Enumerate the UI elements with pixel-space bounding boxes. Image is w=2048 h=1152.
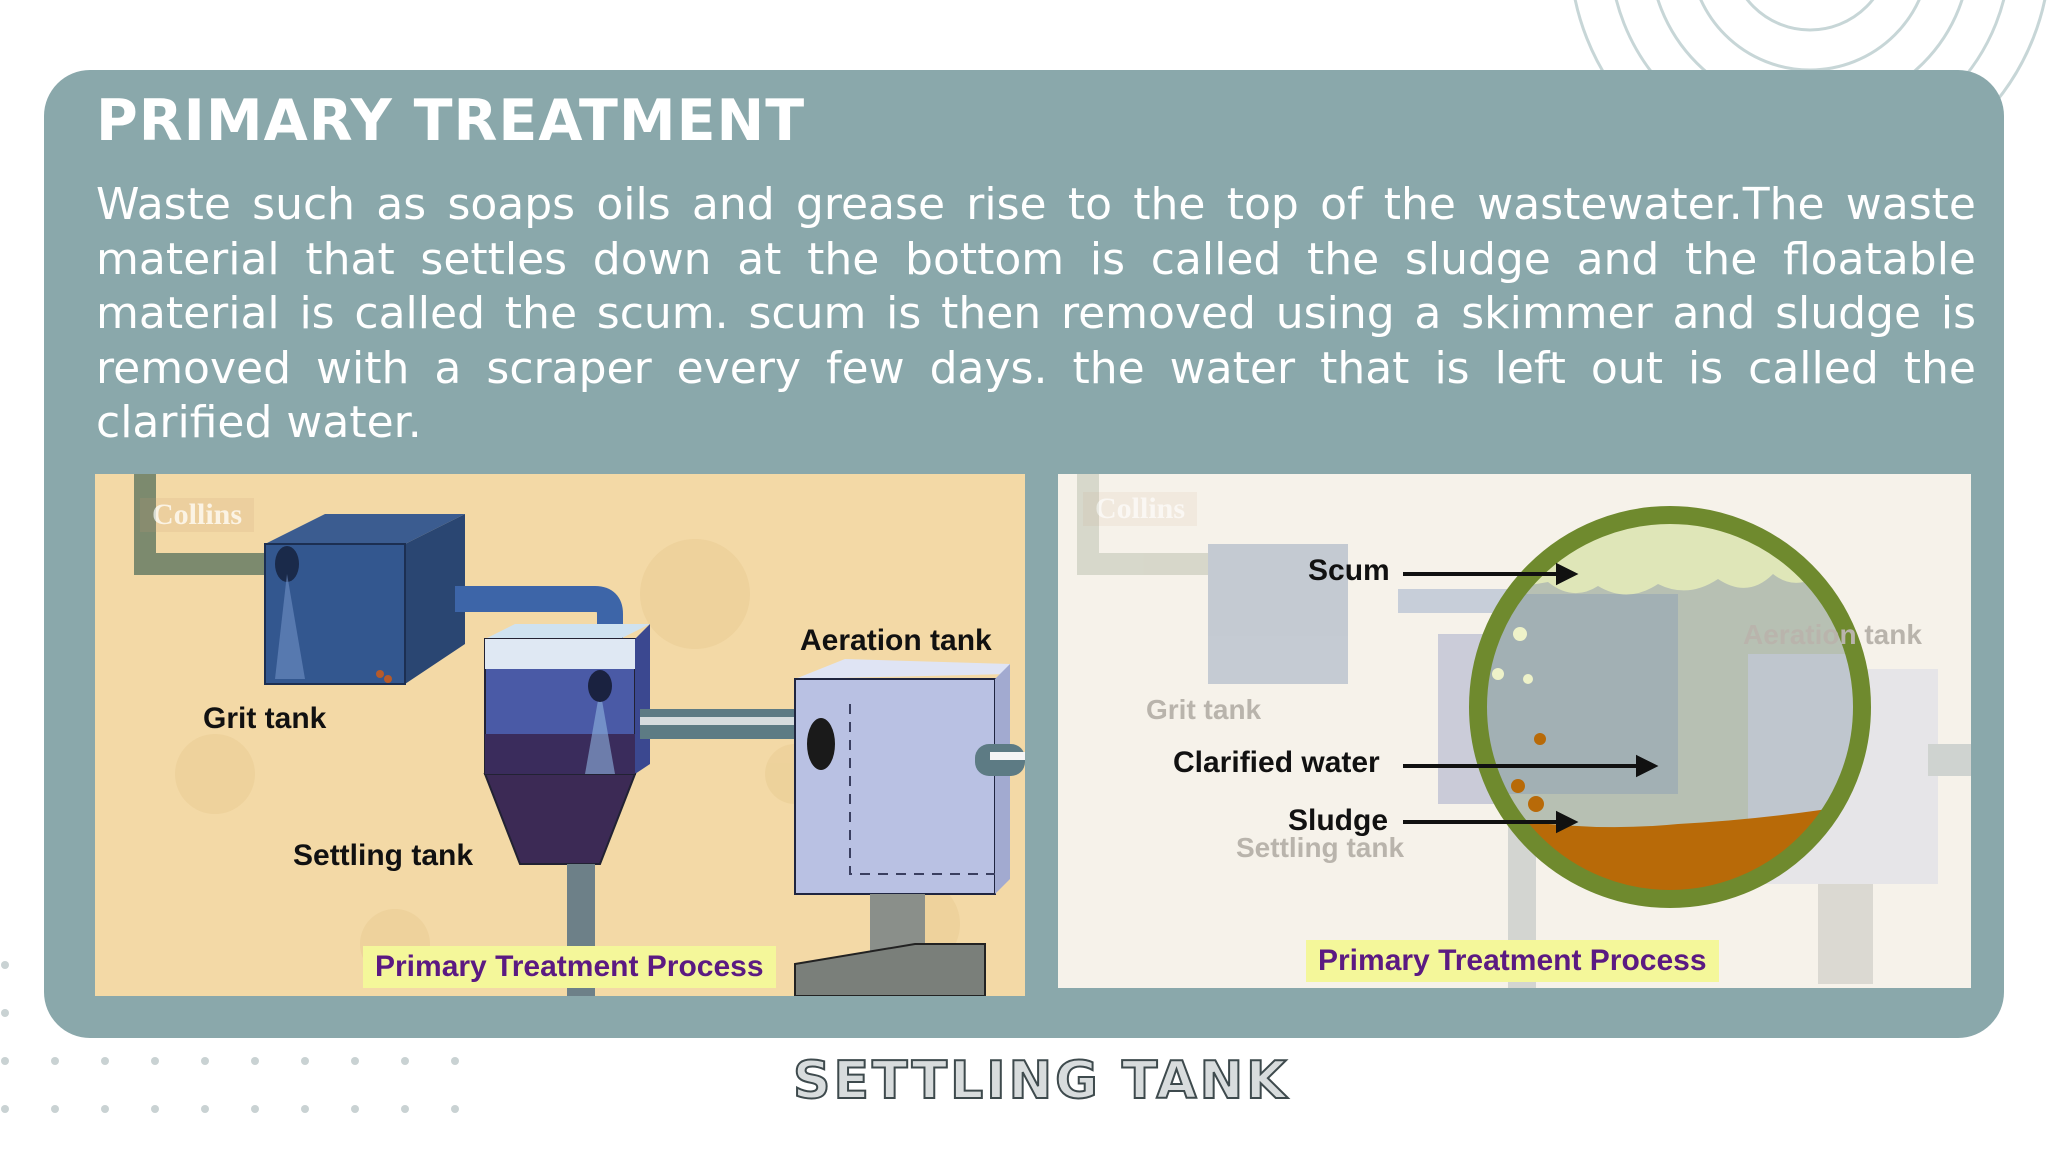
collins-watermark: Collins bbox=[140, 498, 255, 532]
label-grit-tank-faded: Grit tank bbox=[1146, 694, 1262, 725]
collins-watermark: Collins bbox=[1083, 492, 1198, 526]
label-scum: Scum bbox=[1308, 554, 1390, 587]
figure-caption: Primary Treatment Process bbox=[363, 946, 776, 988]
figure-caption: Primary Treatment Process bbox=[1306, 940, 1719, 982]
slide-body-text: Waste such as soaps oils and grease rise… bbox=[96, 179, 1976, 448]
label-grit-tank: Grit tank bbox=[203, 702, 327, 735]
inlet-pipe bbox=[134, 474, 275, 575]
label-settling-tank: Settling tank bbox=[293, 839, 474, 872]
label-sludge: Sludge bbox=[1288, 804, 1389, 837]
label-aeration-tank: Aeration tank bbox=[800, 624, 992, 657]
label-clarified-water: Clarified water bbox=[1173, 746, 1380, 779]
primary-treatment-diagram: Collins Grit tank Aeration tank Settling… bbox=[95, 474, 1025, 996]
slide-footer-title: SETTLING TANK bbox=[792, 1050, 1290, 1112]
slide-heading: PRIMARY TREATMENT bbox=[96, 88, 806, 154]
settling-tank-zoom-diagram: Collins Scum Grit tank Aeration tank Cla… bbox=[1058, 474, 1971, 988]
label-settling-tank-faded: Settling tank bbox=[1236, 832, 1405, 863]
treatment-plant-illustration bbox=[134, 474, 1025, 996]
settling-tank-cross-section bbox=[1077, 474, 1971, 988]
label-aeration-tank-faded: Aeration tank bbox=[1743, 619, 1922, 650]
